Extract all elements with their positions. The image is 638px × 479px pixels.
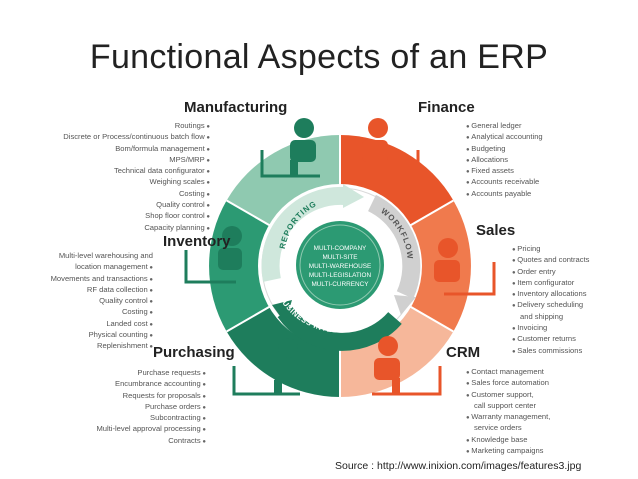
list-item: Item configurator	[512, 278, 589, 289]
person-desk-icon	[372, 336, 442, 396]
inventory-title: Inventory	[163, 233, 231, 250]
person-desk-icon	[434, 238, 496, 296]
list-item: Weighing scales	[63, 177, 210, 188]
center-label: MULTI-WAREHOUSE	[309, 263, 372, 270]
manufacturing-title: Manufacturing	[184, 99, 288, 116]
list-item: Capacity planning	[63, 223, 210, 234]
list-item: Invoicing	[512, 323, 589, 334]
person-desk-icon	[260, 118, 320, 178]
crm-title: CRM	[446, 344, 481, 361]
person-desk-icon	[184, 226, 242, 284]
sales-list: Pricing Quotes and contracts Order entry…	[512, 244, 589, 357]
list-item: Contact management	[466, 367, 550, 378]
list-item: Quality control	[51, 296, 153, 307]
list-item: Replenishment	[51, 341, 153, 352]
list-item: Requests for proposals	[96, 391, 206, 402]
purchasing-title: Purchasing	[153, 344, 235, 361]
list-item: MPS/MRP	[63, 155, 210, 166]
list-item: Discrete or Process/continuous batch flo…	[63, 132, 210, 143]
list-item: call support center	[474, 400, 537, 410]
process-arrows	[261, 184, 421, 351]
workflow-arrowhead	[394, 295, 416, 315]
bi-arrowhead	[272, 300, 292, 323]
list-item: Technical data configurator	[63, 166, 210, 177]
list-item: Fixed assets	[466, 166, 543, 177]
person-desk-icon	[360, 118, 420, 178]
list-item: Marketing campaigns	[466, 446, 550, 457]
list-item: Knowledge base	[466, 435, 550, 446]
purchasing-list: Purchase requests Encumbrance accounting…	[96, 368, 206, 447]
center-label: MULTI-LEGISLATION	[309, 272, 372, 279]
list-item: Landed cost	[51, 319, 153, 330]
reporting-arrow	[261, 186, 346, 282]
workflow-arrow	[367, 194, 421, 299]
list-item: Bom/formula management	[63, 144, 210, 155]
list-item: Budgeting	[466, 144, 543, 155]
list-item: Quotes and contracts	[512, 255, 589, 266]
bi-arrow	[277, 306, 402, 351]
page-title: Functional Aspects of an ERP	[89, 38, 549, 76]
list-item: Customer support,	[466, 390, 550, 401]
finance-title: Finance	[418, 99, 475, 116]
list-item: Pricing	[512, 244, 589, 255]
center-labels: MULTI-COMPANY MULTI-SITE MULTI-WAREHOUSE…	[309, 245, 372, 288]
list-item: Customer returns	[512, 334, 589, 345]
list-item: Encumbrance accounting	[96, 379, 206, 390]
crm-list: Contact management Sales force automatio…	[466, 367, 550, 457]
list-item: Contracts	[96, 436, 206, 447]
center-label: MULTI-SITE	[322, 254, 357, 261]
list-item: service orders	[474, 423, 522, 433]
list-item: Costing	[63, 189, 210, 200]
list-item: Multi-level warehousing and	[58, 251, 153, 260]
list-item: Order entry	[512, 267, 589, 278]
list-item: Analytical accounting	[466, 132, 542, 143]
list-item: Routings	[63, 121, 210, 132]
sales-title: Sales	[476, 222, 516, 239]
center-hub	[296, 221, 384, 309]
center-label: MULTI-COMPANY	[314, 245, 367, 252]
list-item: Accounts receivable	[466, 177, 543, 188]
list-item: Warranty management,	[466, 412, 550, 423]
finance-list: General ledger Analytical accounting Bud…	[466, 121, 543, 200]
list-item: Sales force automation	[466, 378, 550, 389]
list-item: Physical counting	[51, 330, 153, 341]
list-item: Quality control	[63, 200, 210, 211]
list-item: Multi-level approval processing	[96, 424, 206, 435]
source-caption: Source : http://www.inixion.com/images/f…	[335, 460, 582, 472]
reporting-arrowhead	[343, 184, 364, 208]
list-item: Inventory allocations	[512, 289, 589, 300]
manufacturing-list: Routings Discrete or Process/continuous …	[63, 121, 210, 234]
list-item: and shipping	[520, 311, 564, 321]
list-item: Purchase requests	[96, 368, 206, 379]
list-item: Movements and transactions	[51, 274, 153, 285]
list-item: Subcontracting	[96, 413, 206, 424]
list-item: Shop floor control	[63, 211, 210, 222]
list-item: RF data collection	[51, 285, 153, 296]
inventory-list: Multi-level warehousing and location man…	[51, 251, 153, 353]
list-item: Delivery scheduling	[512, 300, 589, 311]
center-label: MULTI-CURRENCY	[311, 281, 369, 288]
list-item: Purchase orders	[96, 402, 206, 413]
list-item: Allocations	[466, 155, 543, 166]
list-item: General ledger	[466, 121, 543, 132]
list-item: Costing	[51, 307, 153, 318]
list-item: Accounts payable	[466, 189, 543, 200]
person-desk-icon	[232, 338, 300, 396]
list-item: Sales commissions	[512, 346, 589, 357]
list-item: location management	[51, 262, 153, 273]
